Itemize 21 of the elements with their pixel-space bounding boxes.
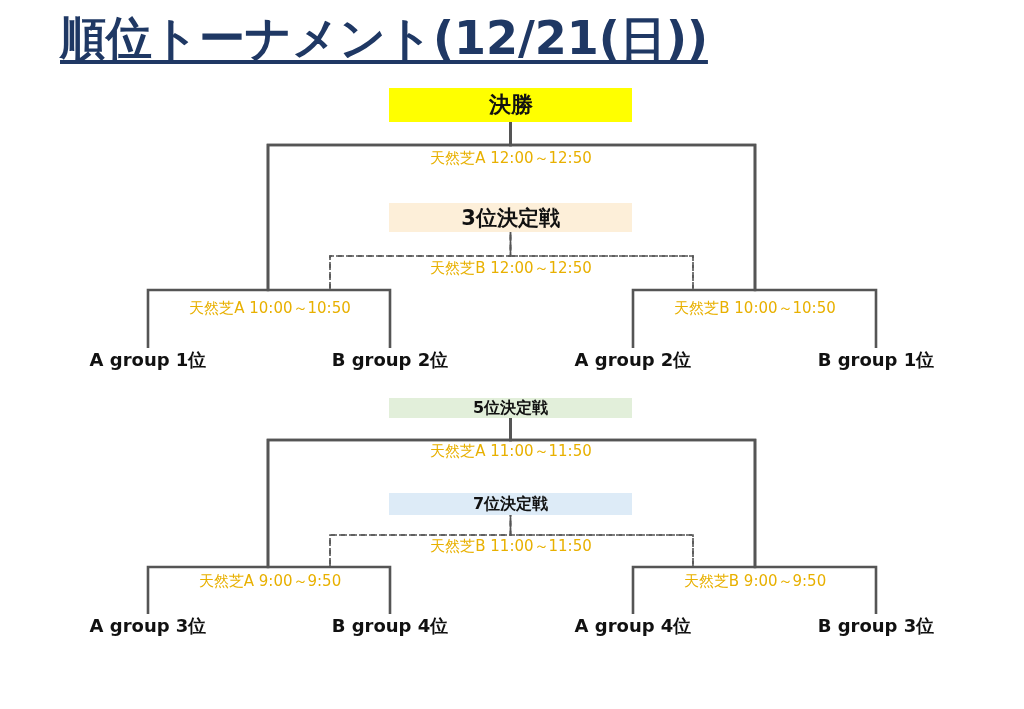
team-label: A group 3位 bbox=[78, 614, 218, 638]
match-time-label: 天然芝B 11:00～11:50 bbox=[429, 537, 593, 556]
match-title-box: 7位決定戦 bbox=[389, 493, 632, 515]
match-time-label: 天然芝B 12:00～12:50 bbox=[429, 259, 593, 278]
match-title-box: 3位決定戦 bbox=[389, 203, 632, 232]
team-label: A group 2位 bbox=[563, 348, 703, 372]
page-title: 順位トーナメント(12/21(日)) bbox=[60, 10, 708, 67]
team-label: A group 4位 bbox=[563, 614, 703, 638]
match-time-label: 天然芝A 12:00～12:50 bbox=[429, 149, 593, 168]
match-title-box: 5位決定戦 bbox=[389, 398, 632, 418]
team-label: A group 1位 bbox=[78, 348, 218, 372]
team-label: B group 4位 bbox=[320, 614, 460, 638]
team-label: B group 1位 bbox=[806, 348, 946, 372]
match-time-label: 天然芝A 11:00～11:50 bbox=[429, 442, 593, 461]
team-label: B group 2位 bbox=[320, 348, 460, 372]
match-time-label: 天然芝B 10:00～10:50 bbox=[673, 299, 837, 318]
match-time-label: 天然芝A 9:00～9:50 bbox=[197, 572, 343, 591]
team-label: B group 3位 bbox=[806, 614, 946, 638]
match-time-label: 天然芝A 10:00～10:50 bbox=[188, 299, 352, 318]
match-title-box: 決勝 bbox=[389, 88, 632, 122]
match-time-label: 天然芝B 9:00～9:50 bbox=[682, 572, 828, 591]
